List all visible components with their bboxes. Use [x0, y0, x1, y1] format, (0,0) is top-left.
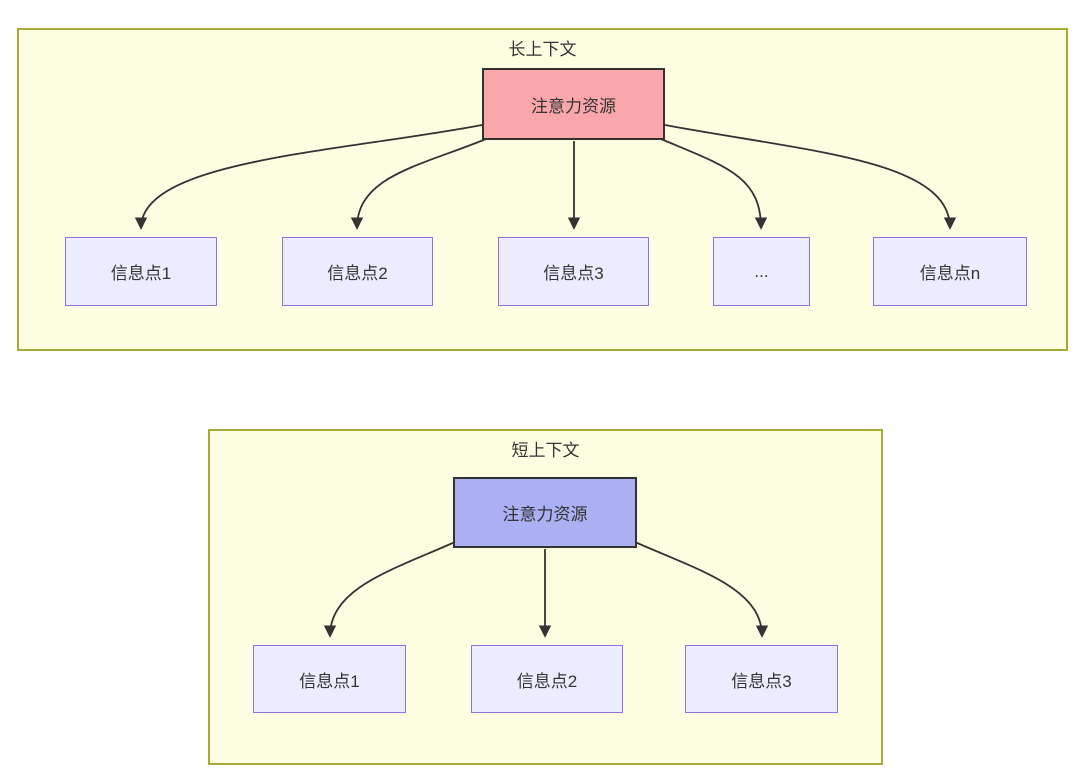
section-short-context-title: 短上下文 [511, 441, 580, 460]
info-point-node-long-3: 信息点3 [498, 237, 649, 306]
info-point-node-long-n: 信息点n [873, 237, 1027, 306]
info-point-node-long-ellipsis: ... [713, 237, 810, 306]
info-point-label: 信息点3 [731, 671, 792, 691]
info-point-label: ... [754, 261, 769, 281]
info-point-node-short-1: 信息点1 [253, 645, 406, 713]
attention-resource-label-short: 注意力资源 [502, 505, 588, 524]
attention-resource-label-long: 注意力资源 [531, 96, 616, 116]
info-point-node-short-2: 信息点2 [471, 645, 623, 713]
info-point-label: 信息点3 [543, 264, 604, 283]
info-point-label: 信息点2 [516, 671, 578, 691]
info-point-node-long-1: 信息点1 [65, 237, 217, 306]
attention-resource-node-short: 注意力资源 [453, 477, 637, 548]
info-point-label: 信息点1 [110, 264, 172, 283]
info-point-node-short-3: 信息点3 [685, 645, 838, 713]
info-point-node-long-2: 信息点2 [282, 237, 433, 306]
attention-resource-node-long: 注意力资源 [482, 68, 665, 140]
info-point-label: 信息点2 [327, 264, 388, 283]
section-long-context-title: 长上下文 [508, 40, 577, 59]
info-point-label: 信息点n [919, 264, 981, 283]
info-point-label: 信息点1 [299, 671, 360, 691]
